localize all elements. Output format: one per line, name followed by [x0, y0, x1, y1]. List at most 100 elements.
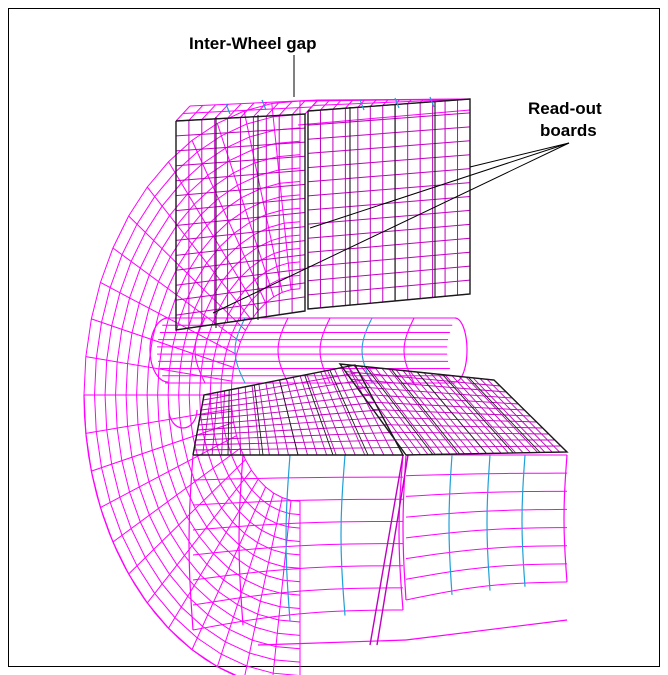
upper-wheel-a-board-h: [175, 226, 306, 241]
upper-wheel-a-board-h: [175, 296, 306, 316]
concentric-arc: [188, 234, 301, 556]
inter-wheel-gap-label: Inter-Wheel gap: [189, 34, 317, 53]
lower-right-segment: [521, 454, 526, 587]
bore-segment: [234, 317, 246, 384]
upper-wheel-a-board-h: [175, 240, 306, 256]
lower-absorber-blocks: [83, 394, 568, 675]
upper-wheel-b-board-h: [307, 112, 471, 126]
upper-wheel-b-board-h: [307, 223, 471, 239]
lower-readout-board-faces: [192, 363, 569, 456]
bore-segment: [403, 317, 415, 384]
bore-segment: [361, 317, 373, 384]
readout-leader-1: [469, 142, 570, 168]
lower-left-ring: [192, 543, 404, 556]
lower-right-ring: [405, 472, 568, 477]
upper-wheel-b-board-h: [307, 140, 471, 154]
figure-frame: [8, 8, 660, 667]
bore-end: [454, 317, 468, 383]
bore-segment: [277, 317, 289, 384]
upper-wheel-a-board-h: [175, 141, 306, 152]
upper-wheel-a-board-h: [175, 169, 306, 182]
lower-right-segment: [486, 454, 491, 591]
top-fold-line: [394, 97, 400, 109]
upper-wheel-a-board-h: [175, 212, 306, 226]
concentric-arc: [115, 140, 301, 650]
top-fold-line: [225, 103, 231, 115]
top-fold-line: [359, 99, 365, 111]
lower-left-ring: [192, 565, 404, 581]
bore-segment: [319, 317, 331, 384]
top-fold-line: [429, 96, 435, 108]
concentric-arc: [220, 274, 301, 516]
lower-left-segment: [238, 454, 244, 626]
upper-wheel-a-top-h: [189, 99, 319, 107]
readout-leader-3: [212, 142, 570, 314]
lower-left-board-edge: [304, 374, 334, 456]
lower-right-ring: [405, 545, 568, 560]
lower-left-segment: [188, 454, 194, 631]
lower-right-segment: [563, 454, 568, 583]
lower-left-board-edge: [227, 389, 230, 456]
upper-wheel-b-board-h: [307, 168, 471, 183]
bore-segment: [194, 317, 206, 384]
upper-wheel-b-board-h: [307, 209, 471, 225]
upper-wheel-a-outline: [175, 113, 306, 331]
concentric-arc: [199, 248, 301, 542]
lower-right-board-edge: [416, 371, 487, 454]
upper-wheel-b-top-h: [312, 98, 471, 106]
concentric-arc: [136, 167, 301, 623]
upper-wheel-b-board-h: [307, 126, 471, 140]
upper-wheel-a-board-h: [175, 197, 306, 212]
concentric-arc: [157, 194, 301, 596]
top-fold-line: [261, 99, 267, 111]
lower-left-ring: [192, 587, 404, 606]
concentric-arc: [167, 207, 301, 583]
upper-wheel-b-board-h: [307, 237, 471, 253]
lower-right-board-edge: [390, 369, 461, 455]
lower-left-segment: [285, 454, 291, 621]
upper-wheel-a-board-h: [175, 282, 306, 301]
upper-wheel-a-board-h: [175, 254, 306, 271]
upper-wheel-a-board-h: [175, 268, 306, 286]
lower-gap-edge-a: [369, 454, 404, 646]
concentric-arc: [209, 261, 301, 529]
top-rim-edge-inner: [297, 109, 471, 126]
bottom-rim-right: [405, 619, 568, 641]
upper-wheel-b-board-h: [307, 251, 471, 268]
upper-wheel-a-board-h: [175, 155, 306, 167]
lower-left-segment: [340, 454, 346, 616]
lower-right-segment: [448, 454, 453, 595]
lower-right-board-edge: [442, 374, 514, 454]
lower-left-ring: [192, 476, 404, 481]
upper-wheel-b-outline: [307, 98, 471, 310]
lower-left-segment: [398, 454, 404, 611]
upper-wheel-b-board-h: [307, 265, 471, 282]
upper-wheel-a-board-h: [175, 127, 306, 137]
concentric-arc: [94, 113, 301, 675]
lower-left-board-edge: [279, 379, 299, 456]
readout-leader-2: [309, 142, 570, 229]
upper-wheel-b-board-h: [307, 154, 471, 169]
readout-label-line1: Read-out: [528, 99, 602, 118]
lower-right-ring: [405, 490, 568, 497]
lower-left-ring: [192, 520, 404, 531]
upper-wheel-b-board-h: [307, 279, 471, 296]
concentric-arc: [125, 154, 301, 636]
upper-wheel-a-top-h: [182, 106, 312, 114]
bore-mouth: [149, 317, 169, 383]
upper-wheel-a-board-h: [175, 183, 306, 197]
lower-right-board-edge: [468, 377, 541, 453]
lower-left-ring: [192, 498, 404, 506]
readout-label-line2: boards: [540, 121, 597, 140]
lower-left-board-edge: [329, 369, 369, 456]
lower-right-ring: [405, 563, 568, 580]
lower-right-board-edge: [365, 366, 434, 455]
upper-wheel-b-board-h: [307, 182, 471, 197]
upper-wheel-b-top-h: [317, 98, 471, 101]
bore-notch: [168, 409, 198, 429]
lower-gap-edge-b: [376, 454, 409, 646]
lower-left-board-edge: [253, 384, 264, 456]
outer-sweep: [83, 394, 236, 675]
bottom-rim: [257, 639, 407, 646]
